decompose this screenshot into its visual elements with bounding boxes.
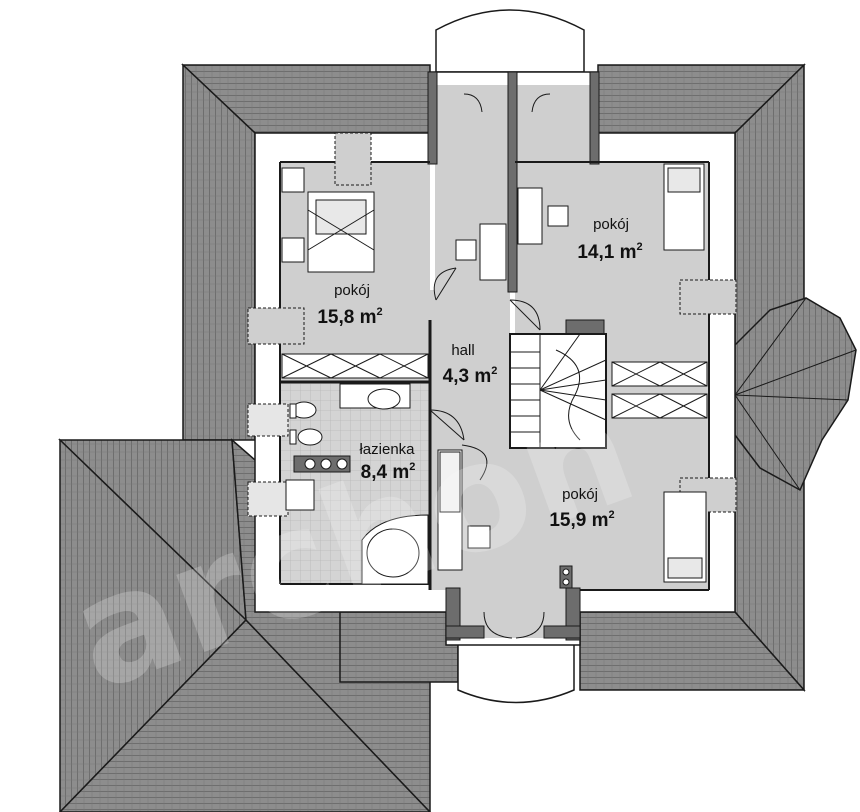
- staircase-icon: [509, 333, 607, 449]
- svg-text:4,3 m2: 4,3 m2: [443, 365, 498, 387]
- roof-east-bay: [734, 297, 857, 492]
- bed-icon: [663, 491, 707, 583]
- desk-icon: [437, 449, 491, 571]
- toilet-icon: [289, 401, 323, 446]
- wardrobe-icon: [281, 353, 708, 419]
- walls: [427, 71, 605, 641]
- room-label-bedroom-s: pokój 15,9 m2: [549, 486, 614, 531]
- svg-text:pokój: pokój: [562, 486, 598, 503]
- desk-icon: [455, 187, 569, 281]
- svg-text:łazienka: łazienka: [359, 441, 415, 458]
- washbasin-icon: [285, 479, 315, 511]
- sink-icon: [339, 383, 411, 410]
- svg-text:14,1 m2: 14,1 m2: [577, 241, 642, 263]
- bed-icon: [663, 163, 705, 251]
- window-icon: [247, 132, 737, 517]
- balcony-south: [457, 639, 575, 704]
- svg-text:pokój: pokój: [593, 216, 629, 233]
- svg-text:hall: hall: [451, 342, 474, 359]
- door-swing-icon: [429, 93, 551, 639]
- bed-icon: [281, 167, 375, 273]
- svg-text:pokój: pokój: [334, 282, 370, 299]
- svg-text:15,9 m2: 15,9 m2: [549, 509, 614, 531]
- balcony-north: [435, 9, 585, 73]
- svg-text:8,4 m2: 8,4 m2: [361, 461, 416, 483]
- room-label-bedroom-nw: pokój 15,8 m2: [317, 282, 382, 328]
- svg-text:15,8 m2: 15,8 m2: [317, 306, 382, 328]
- room-label-hall: hall 4,3 m2: [443, 342, 498, 387]
- room-label-bathroom: łazienka 8,4 m2: [359, 441, 415, 483]
- room-label-bedroom-ne: pokój 14,1 m2: [577, 216, 642, 263]
- stove-icon: [293, 455, 351, 473]
- heater-icon: [559, 565, 573, 589]
- bathtub-icon: [361, 514, 429, 585]
